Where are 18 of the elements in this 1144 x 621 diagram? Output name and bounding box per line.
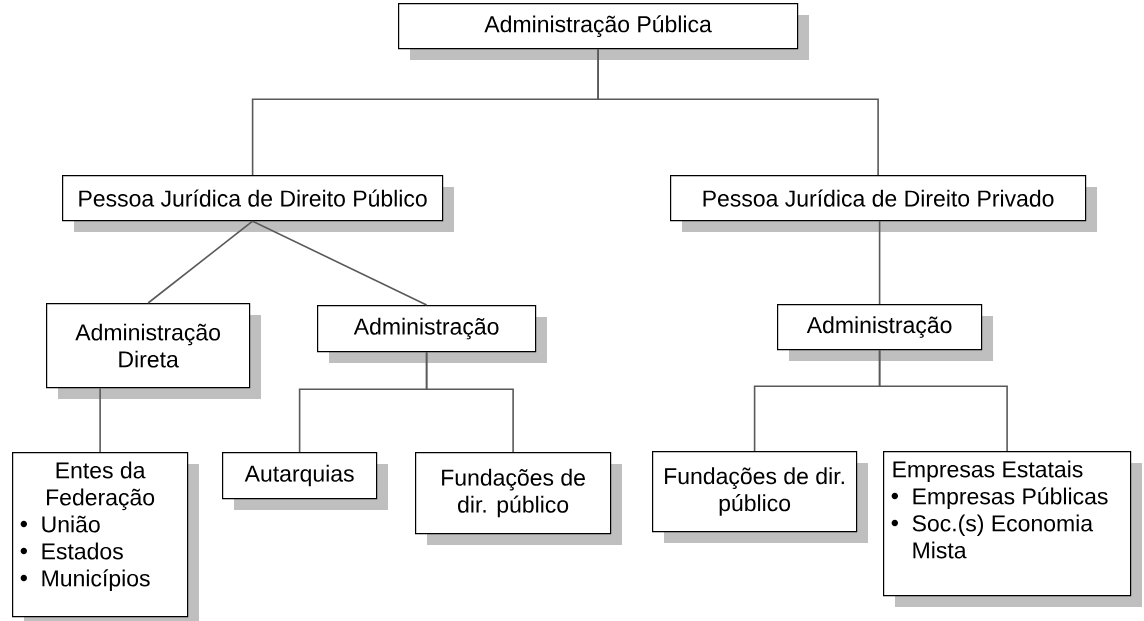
box: Fundações de dir. público (652, 451, 868, 543)
box: Administração Pública (398, 3, 809, 60)
connector-line (425, 351, 514, 453)
box: Administração (777, 304, 993, 361)
connector-line (251, 220, 428, 306)
connector-line (878, 349, 1008, 452)
box: Fundações de dir. público (415, 452, 622, 545)
box: Entes da Federação União Estados Municípios (12, 452, 199, 621)
box: Empresas Estatais Empresas Públicas Soc.(s) Economia Mista (883, 451, 1142, 607)
box: Administração (317, 305, 547, 363)
box: Pessoa Jurídica de Direito Privado (670, 175, 1097, 232)
connector-line (99, 387, 101, 453)
connector-line (878, 220, 881, 305)
connector-line (147, 220, 254, 304)
box: Autarquias (222, 452, 388, 510)
box: Administração Direta (46, 303, 261, 399)
box: Pessoa Jurídica de Direito Público (62, 175, 454, 232)
connector-line (597, 48, 879, 176)
